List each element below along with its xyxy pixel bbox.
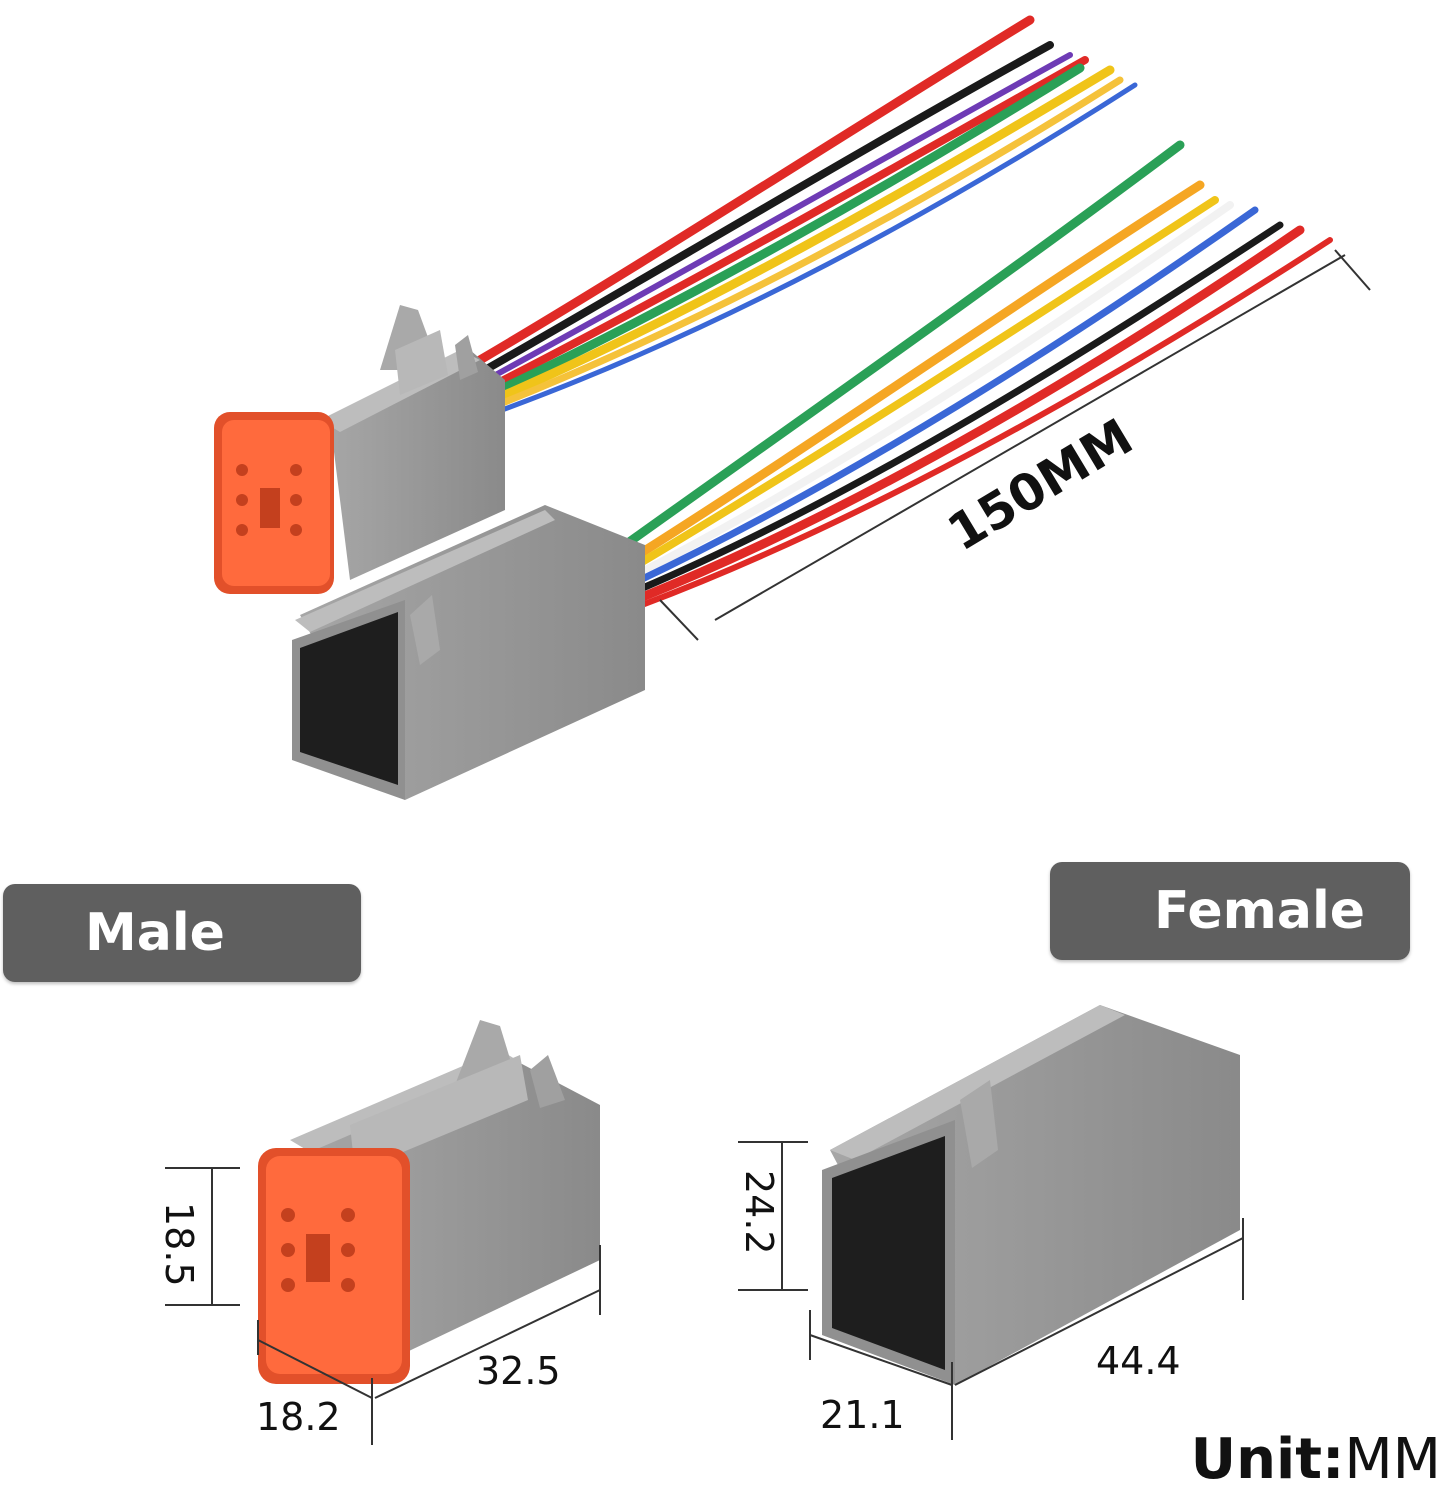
upper-wire-bundle <box>475 15 1138 413</box>
male-width-dimension: 18.2 <box>256 1395 341 1439</box>
female-connector-closeup <box>822 1005 1240 1385</box>
male-height-dimension: 18.5 <box>157 1202 201 1287</box>
female-height-dimension: 24.2 <box>737 1170 781 1255</box>
unit-prefix: Unit: <box>1190 1427 1345 1492</box>
female-dimension-lines <box>738 1141 1244 1440</box>
female-label-badge: Female <box>1050 862 1410 960</box>
lower-connector-male-face <box>292 505 645 800</box>
unit-value: MM <box>1344 1427 1441 1492</box>
unit-label: Unit:MM <box>1191 1432 1441 1488</box>
female-width-dimension: 21.1 <box>820 1393 905 1437</box>
male-label-text: Male <box>85 903 225 963</box>
male-label-badge: Male <box>3 884 361 982</box>
upper-connector-female-face <box>214 305 505 594</box>
male-length-dimension: 32.5 <box>476 1349 561 1393</box>
cable-length-dimension-line <box>659 249 1371 641</box>
female-label-text: Female <box>1154 881 1366 941</box>
lower-wire-bundle <box>620 140 1333 608</box>
female-length-dimension: 44.4 <box>1096 1339 1181 1383</box>
male-connector-closeup <box>258 1020 600 1384</box>
male-dimension-lines <box>165 1167 601 1445</box>
